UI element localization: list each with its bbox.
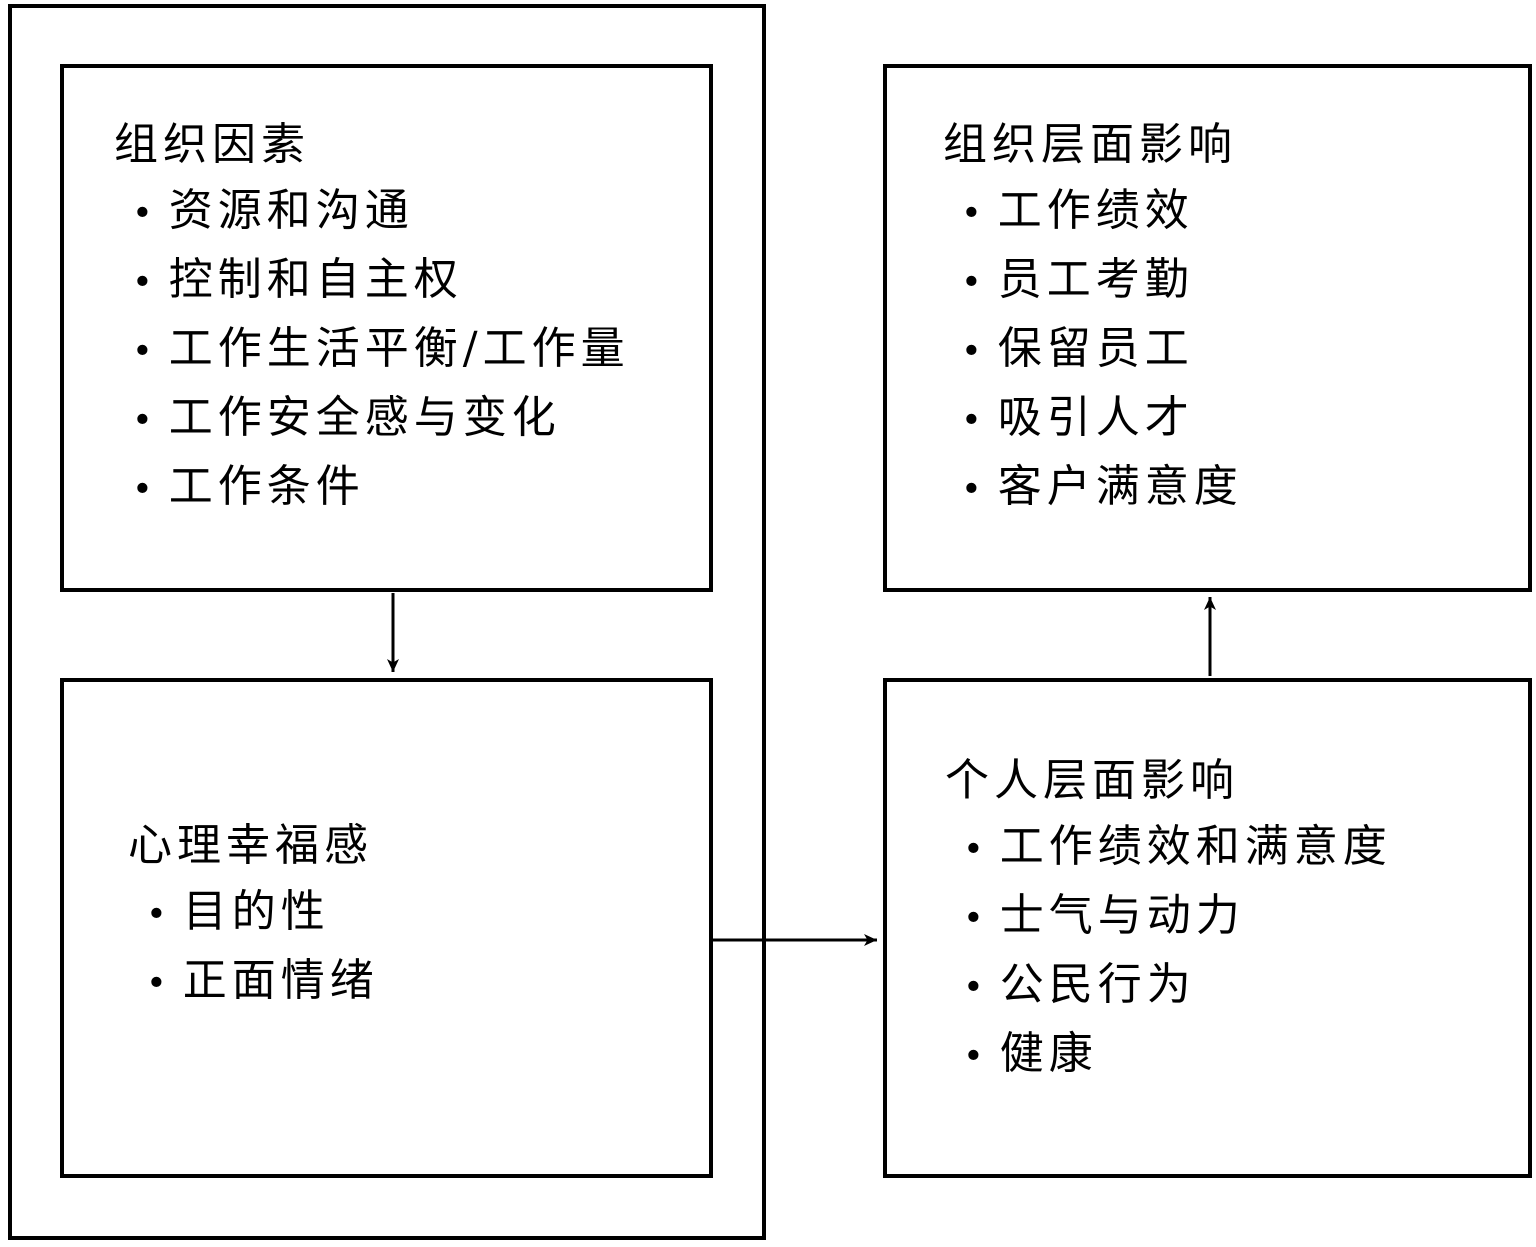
list-item: • 员工考勤 <box>943 247 1518 316</box>
bullet-icon: • <box>961 400 982 441</box>
list-item: • 控制和自主权 <box>114 247 699 316</box>
bullet-icon: • <box>961 193 982 234</box>
list-item: • 工作生活平衡/工作量 <box>114 316 699 385</box>
list-item: • 客户满意度 <box>943 454 1518 523</box>
list-item-label: 资源和沟通 <box>168 185 414 236</box>
list-item: • 工作安全感与变化 <box>114 385 699 454</box>
list-item-label: 工作生活平衡/工作量 <box>168 323 630 374</box>
bullet-icon: • <box>146 894 167 935</box>
bullet-icon: • <box>146 963 167 1004</box>
list-item-label: 目的性 <box>182 886 330 937</box>
bullet-icon: • <box>961 469 982 510</box>
list-item-label: 员工考勤 <box>997 254 1194 305</box>
bullet-icon: • <box>132 331 153 372</box>
list-item: • 士气与动力 <box>945 883 1518 952</box>
bullet-list: • 资源和沟通 • 控制和自主权 • 工作生活平衡/工作量 • 工作安全感与变化 • 工作… <box>114 178 699 523</box>
list-item: • 公民行为 <box>945 952 1518 1021</box>
list-item: • 保留员工 <box>943 316 1518 385</box>
box-title: 心理幸福感 <box>128 820 373 871</box>
list-item: • 健康 <box>945 1021 1518 1090</box>
outer-frame <box>8 4 766 1240</box>
list-item-label: 健康 <box>999 1028 1098 1079</box>
list-item-label: 士气与动力 <box>999 890 1245 941</box>
list-item-label: 工作安全感与变化 <box>168 392 561 443</box>
bullet-icon: • <box>963 967 984 1008</box>
list-item: • 吸引人才 <box>943 385 1518 454</box>
list-item-label: 客户满意度 <box>997 461 1243 512</box>
box-title: 个人层面影响 <box>945 755 1239 806</box>
list-item: • 工作条件 <box>114 454 699 523</box>
box-organizational-factors: 组织因素 • 资源和沟通 • 控制和自主权 • 工作生活平衡/工作量 • 工作安全感与变… <box>60 64 713 592</box>
list-item-label: 正面情绪 <box>182 955 379 1006</box>
list-item-label: 工作绩效 <box>997 185 1194 236</box>
bullet-icon: • <box>132 400 153 441</box>
list-item-label: 保留员工 <box>997 323 1194 374</box>
list-item-label: 工作绩效和满意度 <box>999 821 1392 872</box>
bullet-icon: • <box>963 1036 984 1077</box>
bullet-icon: • <box>132 193 153 234</box>
list-item: • 资源和沟通 <box>114 178 699 247</box>
bullet-list: • 工作绩效和满意度 • 士气与动力 • 公民行为 • 健康 <box>945 814 1518 1090</box>
bullet-icon: • <box>963 829 984 870</box>
box-title: 组织层面影响 <box>943 119 1237 170</box>
bullet-list: • 目的性 • 正面情绪 <box>128 879 699 1017</box>
bullet-icon: • <box>132 262 153 303</box>
box-individual-level-impacts: 个人层面影响 • 工作绩效和满意度 • 士气与动力 • 公民行为 • 健康 <box>883 678 1532 1178</box>
list-item-label: 吸引人才 <box>997 392 1194 443</box>
box-psychological-wellbeing: 心理幸福感 • 目的性 • 正面情绪 <box>60 678 713 1178</box>
list-item: • 目的性 <box>128 879 699 948</box>
list-item: • 工作绩效和满意度 <box>945 814 1518 883</box>
box-title: 组织因素 <box>114 119 310 170</box>
list-item: • 工作绩效 <box>943 178 1518 247</box>
box-org-level-impacts: 组织层面影响 • 工作绩效 • 员工考勤 • 保留员工 • 吸引人才 • 客户满意度 <box>883 64 1532 592</box>
bullet-icon: • <box>961 331 982 372</box>
bullet-icon: • <box>961 262 982 303</box>
bullet-icon: • <box>963 898 984 939</box>
list-item-label: 公民行为 <box>999 959 1196 1010</box>
bullet-icon: • <box>132 469 153 510</box>
list-item-label: 工作条件 <box>168 461 365 512</box>
list-item: • 正面情绪 <box>128 948 699 1017</box>
list-item-label: 控制和自主权 <box>168 254 463 305</box>
bullet-list: • 工作绩效 • 员工考勤 • 保留员工 • 吸引人才 • 客户满意度 <box>943 178 1518 523</box>
